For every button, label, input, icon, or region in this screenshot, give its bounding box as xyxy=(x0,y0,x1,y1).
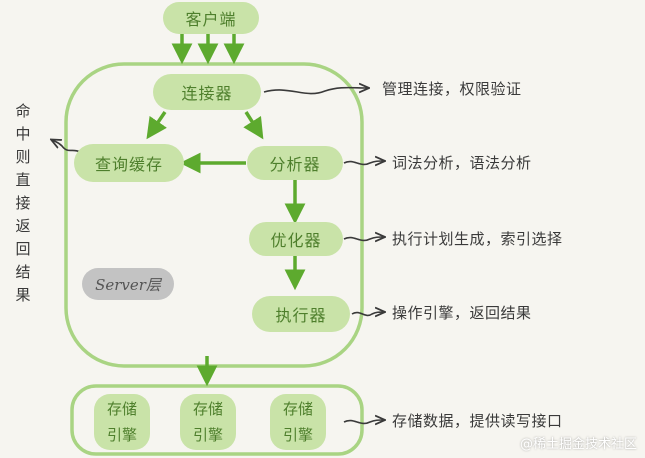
cache-hit-note: 命中则直接返回结果 xyxy=(15,102,31,304)
optimizer-description: 执行计划生成，索引选择 xyxy=(392,230,563,248)
analyzer-node: 分析器 xyxy=(247,146,343,180)
storage-description: 存储数据，提供读写接口 xyxy=(392,412,563,430)
analyzer-desc-arrow xyxy=(343,161,384,164)
storage-engine-3: 存储引擎 xyxy=(270,394,326,450)
query-cache-node: 查询缓存 xyxy=(74,144,184,182)
connector-description: 管理连接，权限验证 xyxy=(382,80,522,98)
optimizer-desc-arrow xyxy=(343,237,384,240)
analyzer-description: 词法分析，语法分析 xyxy=(392,154,532,172)
executor-description: 操作引擎，返回结果 xyxy=(392,304,532,322)
cache-hit-arrow xyxy=(52,140,81,153)
storage-desc-arrow xyxy=(343,420,384,423)
client-node: 客户端 xyxy=(163,2,259,34)
storage-engine-1: 存储引擎 xyxy=(94,394,150,450)
watermark: @稀土掘金技术社区 xyxy=(519,437,637,452)
executor-desc-arrow xyxy=(351,312,384,315)
connector-to-analyzer-arrow xyxy=(243,111,264,140)
storage-engine-2: 存储引擎 xyxy=(180,394,236,450)
optimizer-node: 优化器 xyxy=(249,222,343,256)
executor-node: 执行器 xyxy=(252,296,350,332)
connector-to-cache-arrow xyxy=(146,111,167,140)
connector-node: 连接器 xyxy=(153,74,261,110)
server-layer-label: Server层 xyxy=(82,268,174,300)
connector-desc-arrow xyxy=(263,88,368,95)
